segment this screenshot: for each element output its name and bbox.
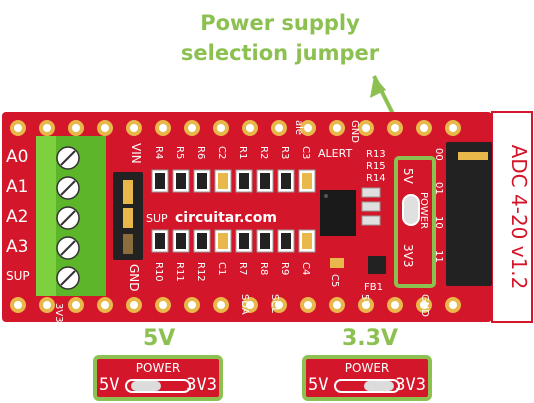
pin-pad <box>126 297 142 313</box>
jumper-left-label: 5V <box>308 375 328 395</box>
component-label: C1 <box>216 262 227 275</box>
jumper-title: POWER <box>306 361 428 375</box>
jumper-right-label: 3V3 <box>186 375 217 395</box>
board-url: circuitar.com <box>175 210 277 226</box>
terminal-bottom-label: 3V3 <box>53 303 64 323</box>
adc-chip <box>320 190 356 236</box>
pin-pad <box>416 120 432 136</box>
terminal-label: A1 <box>6 177 28 197</box>
pin-pad <box>271 120 287 136</box>
jumper-left-label: 5V <box>99 375 119 395</box>
scale-label: ale <box>293 120 304 135</box>
pin-label: SDA <box>239 294 250 315</box>
vin-label: VIN <box>129 143 143 164</box>
jumper-5v-label: 5V <box>401 168 415 185</box>
pin-pad <box>242 120 258 136</box>
pin-pad <box>97 297 113 313</box>
component-label: C3 <box>300 146 311 159</box>
pin-pad <box>155 297 171 313</box>
fb1-label: FB1 <box>364 282 383 293</box>
component-label: R3 <box>279 146 290 159</box>
solder-bridge <box>131 381 161 391</box>
address-label: 10 <box>433 216 444 229</box>
screw <box>57 147 79 169</box>
terminal-label: SUP <box>6 269 30 283</box>
component-label: R6 <box>195 146 206 159</box>
pin-pad <box>184 120 200 136</box>
address-label: 00 <box>433 148 444 161</box>
sup-label: SUP <box>146 212 168 225</box>
c5-label: C5 <box>329 274 340 287</box>
pin-pad <box>213 120 229 136</box>
pin-pad <box>68 297 84 313</box>
component-label: R4 <box>153 146 164 159</box>
option-caption-3v3: 3.3V <box>342 326 398 351</box>
pin-pad <box>300 297 316 313</box>
component-label: R10 <box>153 262 164 282</box>
pin-pad <box>126 120 142 136</box>
option-caption-5v: 5V <box>143 326 175 351</box>
jumper-power-label: POWER <box>418 192 429 229</box>
pin-pad <box>445 297 461 313</box>
pin-pad <box>10 120 26 136</box>
component-label: R11 <box>174 262 185 282</box>
pin-pad <box>10 297 26 313</box>
pin-label: GND <box>419 294 430 317</box>
screw <box>57 177 79 199</box>
pin-pad <box>445 120 461 136</box>
screw <box>57 207 79 229</box>
component-label: R2 <box>258 146 269 159</box>
component-label: C2 <box>216 146 227 159</box>
component-label: R12 <box>195 262 206 282</box>
address-header <box>446 142 492 286</box>
pin-label: SCL <box>269 294 280 313</box>
pin-pad <box>184 297 200 313</box>
pin-pad <box>39 297 55 313</box>
terminal-label: A0 <box>6 147 28 167</box>
screw <box>57 237 79 259</box>
pin-pad <box>97 120 113 136</box>
alert-label: ALERT <box>318 147 352 160</box>
jumper-3v3-label: 3V3 <box>401 244 415 267</box>
address-label: 11 <box>433 250 444 263</box>
component-label: R9 <box>279 262 290 275</box>
gnd-label: GND <box>127 264 141 292</box>
pin-pad <box>387 297 403 313</box>
pin-pad <box>39 120 55 136</box>
r15-label: R15 <box>366 161 386 172</box>
board-title: ADC 4-20 v1.2 <box>507 145 531 290</box>
component-label: R7 <box>237 262 248 275</box>
component-label: R8 <box>258 262 269 275</box>
jumper-title: POWER <box>97 361 219 375</box>
screw-terminal-block <box>36 136 106 296</box>
pin-pad <box>329 297 345 313</box>
address-label: 01 <box>433 182 444 195</box>
component-label: R5 <box>174 146 185 159</box>
component-label: R1 <box>237 146 248 159</box>
jumper-right-label: 3V3 <box>395 375 426 395</box>
r13-label: R13 <box>366 149 386 160</box>
pin-pad <box>68 120 84 136</box>
jumper-detail-3v3: POWER 5V 3V3 <box>302 355 432 401</box>
component-label: C4 <box>300 262 311 275</box>
pin-pad <box>387 120 403 136</box>
terminal-label: A3 <box>6 237 28 257</box>
r14-label: R14 <box>366 173 386 184</box>
pin-pad <box>329 120 345 136</box>
screw <box>57 267 79 289</box>
pin-pad <box>155 120 171 136</box>
solder-bridge <box>364 381 394 391</box>
pin-pad <box>213 297 229 313</box>
terminal-label: A2 <box>6 207 28 227</box>
jumper-detail-5v: POWER 5V 3V3 <box>93 355 223 401</box>
pin-label: 5V <box>359 294 370 307</box>
gnd-top-label: GND <box>349 120 360 143</box>
